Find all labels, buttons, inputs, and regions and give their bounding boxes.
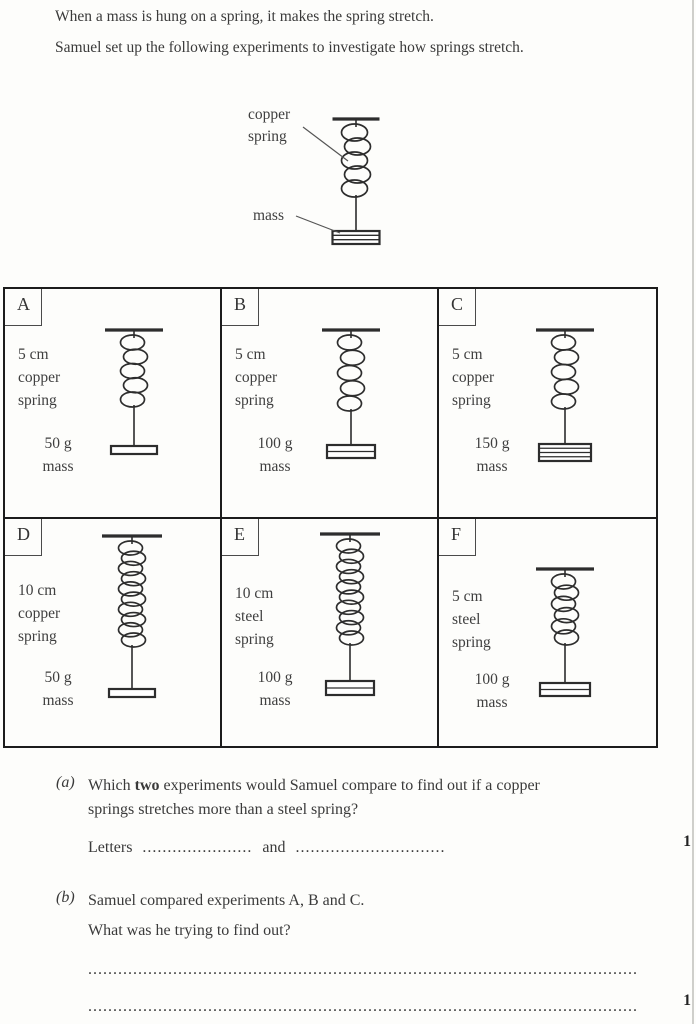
- question-a-answer-line: Letters...................... and........…: [88, 836, 456, 859]
- mass-value-f: 100 g: [474, 671, 510, 688]
- question-b-line2: What was he trying to find out?: [88, 922, 291, 939]
- spring-figure-d: [102, 534, 162, 699]
- spring-size-b: 5 cm: [235, 346, 266, 363]
- mass-value-d: 50 g: [44, 669, 72, 686]
- spring-size-a: 5 cm: [18, 346, 49, 363]
- experiment-cell-d: D 10 cm copper spring 50 g mass: [5, 519, 222, 746]
- mass-description-f: 100 g mass: [449, 668, 535, 714]
- mass-word-e: mass: [259, 692, 291, 709]
- experiment-cell-f: F 5 cm steel spring 100 g mass: [439, 519, 656, 746]
- copper-spring-label-line2: spring: [248, 128, 287, 145]
- spring-description-b: 5 cm copper spring: [235, 343, 277, 412]
- intro-line-2: Samuel set up the following experiments …: [55, 39, 524, 56]
- spring-description-a: 5 cm copper spring: [18, 343, 60, 412]
- answer-blank-line-1: ........................................…: [88, 961, 638, 978]
- spring-material-c: copper: [452, 369, 495, 386]
- spring-material-f: steel: [452, 611, 481, 628]
- spring-word-f: spring: [452, 634, 491, 651]
- spring-word-d: spring: [18, 628, 57, 645]
- spring-word-e: spring: [235, 631, 274, 648]
- spring-size-c: 5 cm: [452, 346, 483, 363]
- mass-word-d: mass: [42, 692, 74, 709]
- experiment-letter-d: D: [17, 524, 30, 544]
- question-b-mark: 1: [683, 992, 691, 1009]
- spring-figure-a: [105, 328, 163, 456]
- mass-description-e: 100 g mass: [232, 666, 318, 712]
- spring-description-e: 10 cm steel spring: [235, 582, 274, 651]
- question-b-line1: Samuel compared experiments A, B and C.: [88, 892, 365, 909]
- experiment-letter-a: A: [17, 294, 30, 314]
- mass-description-a: 50 g mass: [15, 432, 101, 478]
- mass-value-a: 50 g: [44, 435, 72, 452]
- spring-material-b: copper: [235, 369, 278, 386]
- experiment-cell-c: C 5 cm copper spring 150 g mass: [439, 289, 656, 519]
- mass-description-c: 150 g mass: [449, 432, 535, 478]
- copper-spring-label: copper spring: [248, 104, 290, 148]
- spring-material-a: copper: [18, 369, 61, 386]
- question-a-text-post: experiments would Samuel compare to find…: [159, 777, 540, 794]
- spring-figure-c: [536, 328, 594, 463]
- experiment-letter-f: F: [451, 524, 462, 544]
- question-a-text-bold: two: [134, 777, 160, 794]
- spring-material-e: steel: [235, 608, 264, 625]
- experiment-letter-box-d: D: [5, 519, 42, 556]
- letters-word: Letters: [88, 839, 133, 856]
- mass-description-b: 100 g mass: [232, 432, 318, 478]
- question-a-mark: 1: [683, 833, 691, 850]
- mass-word-a: mass: [42, 458, 74, 475]
- spring-description-f: 5 cm steel spring: [452, 585, 491, 654]
- mass-label: mass: [253, 207, 284, 224]
- experiments-table: A 5 cm copper spring 50 g mass B 5 cm co…: [3, 287, 658, 748]
- question-a-label: (a): [56, 774, 75, 791]
- spring-word-a: spring: [18, 392, 57, 409]
- page-edge-line: [692, 0, 694, 1024]
- question-a-line2: springs stretches more than a steel spri…: [88, 801, 359, 818]
- answer-blank-line-2: ........................................…: [88, 998, 638, 1015]
- answer-blank-letter-1: ......................: [142, 839, 253, 856]
- mass-word-b: mass: [259, 458, 291, 475]
- spring-size-e: 10 cm: [235, 585, 274, 602]
- spring-description-d: 10 cm copper spring: [18, 579, 60, 648]
- mass-word-f: mass: [476, 694, 508, 711]
- spring-size-f: 5 cm: [452, 588, 483, 605]
- mass-value-c: 150 g: [474, 435, 510, 452]
- intro-line-1: When a mass is hung on a spring, it make…: [55, 8, 434, 25]
- spring-figure-e: [320, 532, 380, 697]
- spring-description-c: 5 cm copper spring: [452, 343, 494, 412]
- answer-blank-letter-2: ..............................: [295, 839, 446, 856]
- experiment-cell-b: B 5 cm copper spring 100 g mass: [222, 289, 439, 519]
- experiment-letter-e: E: [234, 524, 245, 544]
- question-a-line1: Which two experiments would Samuel compa…: [88, 774, 540, 797]
- question-a-text-pre: Which: [88, 777, 135, 794]
- spring-word-c: spring: [452, 392, 491, 409]
- mass-value-e: 100 g: [257, 669, 293, 686]
- copper-spring-label-line1: copper: [248, 106, 291, 123]
- experiment-letter-box-e: E: [222, 519, 259, 556]
- question-b-label: (b): [56, 889, 75, 906]
- experiment-letter-box-b: B: [222, 289, 259, 326]
- mass-word-c: mass: [476, 458, 508, 475]
- and-word: and: [262, 839, 286, 856]
- spring-figure-b: [322, 328, 380, 460]
- experiment-letter-box-c: C: [439, 289, 476, 326]
- experiment-cell-e: E 10 cm steel spring 100 g mass: [222, 519, 439, 746]
- experiment-letter-c: C: [451, 294, 464, 314]
- spring-diagram: [295, 117, 381, 246]
- experiment-cell-a: A 5 cm copper spring 50 g mass: [5, 289, 222, 519]
- mass-description-d: 50 g mass: [15, 666, 101, 712]
- spring-material-d: copper: [18, 605, 61, 622]
- mass-value-b: 100 g: [257, 435, 293, 452]
- experiment-letter-box-a: A: [5, 289, 42, 326]
- spring-size-d: 10 cm: [18, 582, 57, 599]
- experiment-letter-b: B: [234, 294, 247, 314]
- experiment-letter-box-f: F: [439, 519, 476, 556]
- spring-word-b: spring: [235, 392, 274, 409]
- spring-figure-f: [536, 567, 594, 698]
